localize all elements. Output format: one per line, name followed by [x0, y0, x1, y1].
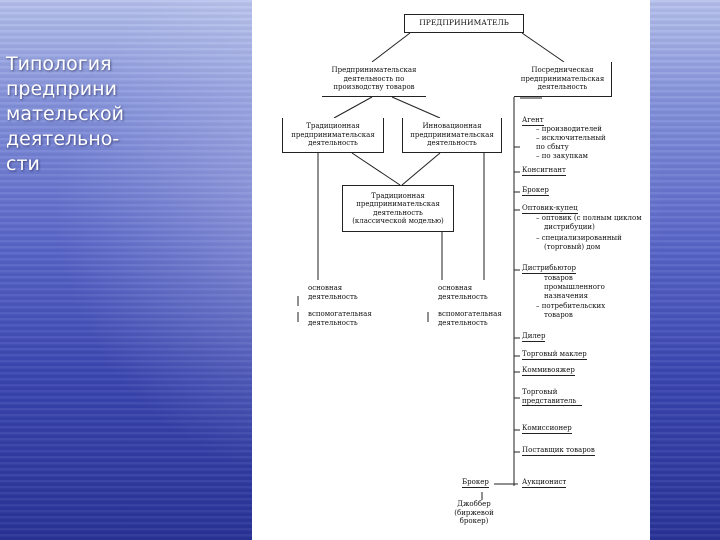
wholesaler-sub-3: – специализированный	[536, 234, 622, 242]
node-root: ПРЕДПРИНИМАТЕЛЬ	[404, 14, 524, 33]
distributor-sub-3: назначения	[544, 292, 589, 300]
connector-root-production	[371, 32, 411, 63]
connector-innovative-commercial	[401, 152, 441, 186]
intermediary-distributor: Дистрибьютор	[522, 264, 576, 274]
diagram-page: ПРЕДПРИНИМАТЕЛЬ Предпринимательская деят…	[252, 0, 650, 540]
wholesaler-sub-4: (торговый) дом	[544, 243, 601, 251]
label-main-activity: основная деятельность	[308, 284, 358, 301]
agent-sub-3: – по закупкам	[536, 152, 588, 160]
connector-production-traditional	[333, 96, 373, 119]
intermediary-dealer: Дилер	[522, 332, 546, 342]
node-production: Предпринимательская деятельность по прои…	[322, 62, 426, 97]
intermediary-trade-broker: Торговый маклер	[522, 350, 587, 360]
node-innovative: Инновационная предпринимательская деятел…	[402, 118, 502, 153]
intermediary-broker: Брокер	[522, 186, 549, 196]
distributor-sub-4: – потребительских	[536, 302, 606, 310]
connector-production-innovative	[391, 96, 441, 119]
intermediary-supplier: Поставщик товаров	[522, 446, 595, 456]
connector-root-intermediary	[521, 32, 565, 63]
intermediary-salesman: Коммивояжер	[522, 366, 575, 376]
node-jobber: Джоббер (биржевой брокер)	[454, 500, 494, 525]
node-intermediary: Посредническая предпринимательская деяте…	[514, 62, 612, 97]
node-traditional-commercial: Традиционная предпринимательская деятель…	[342, 185, 454, 232]
label-main-activity-2: основная деятельность	[438, 284, 488, 301]
intermediary-auctioneer: Аукционист	[522, 478, 567, 488]
diagram-connectors	[297, 32, 565, 500]
distributor-sub-5: товаров	[544, 311, 573, 319]
distributor-sub-2: промышленного	[544, 283, 605, 291]
intermediary-wholesaler: Оптовик-купец	[522, 204, 578, 214]
slide-title: Типология предприни мательской деятельно…	[6, 53, 124, 175]
node-traditional-production: Традиционная предпринимательская деятель…	[282, 118, 384, 153]
label-aux-activity: вспомогательная деятельность	[308, 310, 372, 327]
intermediary-agent: Агент	[522, 116, 544, 126]
distributor-sub-1: товаров	[544, 274, 573, 282]
node-broker-bottom: Брокер	[462, 478, 489, 488]
intermediary-consignor: Консигнант	[522, 166, 566, 176]
agent-sub-1: – производителей	[536, 125, 602, 133]
label-aux-activity-2: вспомогательная деятельность	[438, 310, 502, 327]
intermediary-sales-rep: Торговый представитель	[522, 388, 582, 406]
intermediary-commission-agent: Комиссионер	[522, 424, 572, 434]
agent-sub-2: – исключительный по сбыту	[536, 134, 606, 151]
connector-traditional-commercial	[351, 152, 401, 186]
wholesaler-sub-1: – оптовик (с полным циклом	[536, 214, 642, 222]
wholesaler-sub-2: дистрибуции)	[544, 223, 595, 231]
